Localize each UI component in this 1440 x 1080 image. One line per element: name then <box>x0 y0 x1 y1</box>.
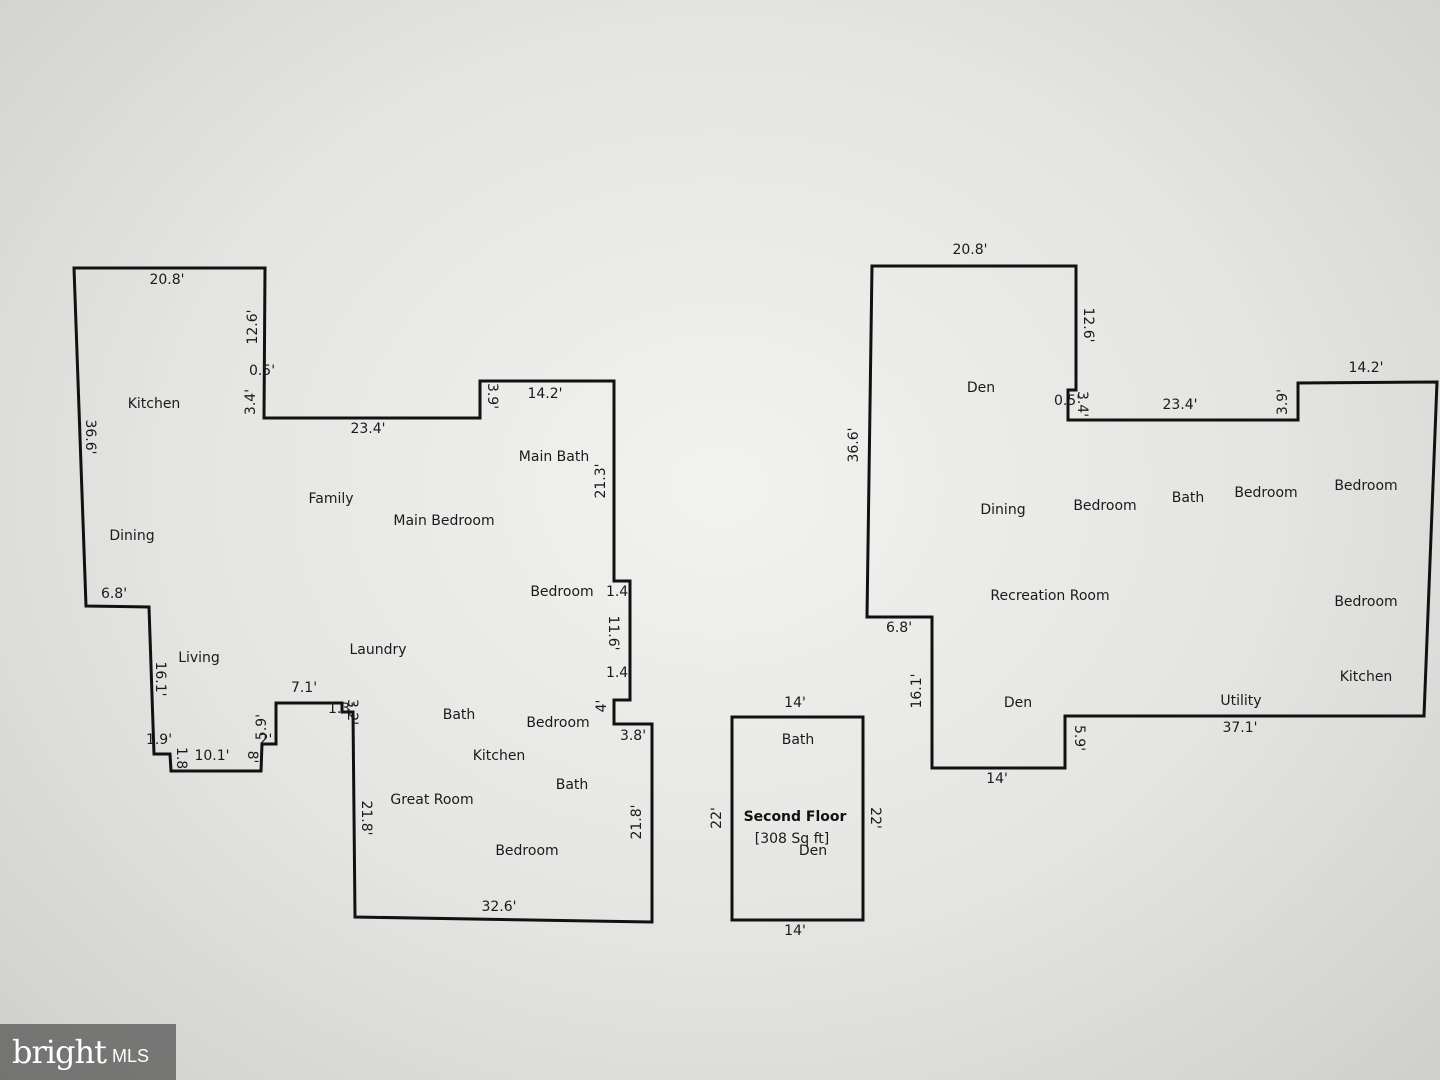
dimension-label: 0.5' <box>1054 393 1080 409</box>
dimension-label: 21.8' <box>358 800 374 835</box>
room-label: Bedroom <box>530 584 593 600</box>
dimension-label: 0.5' <box>249 363 275 379</box>
dimension-label: 12.6' <box>1080 307 1096 342</box>
dimension-label: 23.4' <box>1162 397 1197 413</box>
dimension-label: 37.1' <box>1222 720 1257 736</box>
room-label: Living <box>178 650 220 666</box>
room-label: Bedroom <box>1334 478 1397 494</box>
room-label: Kitchen <box>128 396 181 412</box>
dimension-label: 16.1' <box>909 673 925 708</box>
plan-middle-outline <box>730 715 865 922</box>
dimension-label: 16.1' <box>152 661 168 696</box>
dimension-label: 6.8' <box>101 586 127 602</box>
plan-right-outline <box>865 264 1439 770</box>
plan-left-outline <box>72 266 654 924</box>
room-label: Dining <box>109 528 154 544</box>
dimension-label: 3.8' <box>620 728 646 744</box>
dimension-label: 14' <box>986 771 1008 787</box>
room-label: Utility <box>1220 693 1261 709</box>
dimension-label: 3.4' <box>243 389 259 415</box>
dimension-label: 7.1' <box>291 680 317 696</box>
room-label: Bath <box>1172 490 1205 506</box>
dimension-label: 23.4' <box>350 421 385 437</box>
plan-middle: 14' 22' 22' 14' Bath Second Floor [308 S… <box>709 695 883 939</box>
room-label: Great Room <box>390 792 473 808</box>
dimension-label: 14.2' <box>1348 360 1383 376</box>
room-label: Laundry <box>349 642 406 658</box>
room-label: Bedroom <box>495 843 558 859</box>
dimension-label: 21.3' <box>593 463 609 498</box>
dimension-label: 22' <box>867 807 883 829</box>
dimension-label: 1.3' <box>328 701 354 717</box>
floor-title: Second Floor <box>744 809 847 825</box>
room-label: Main Bath <box>519 449 589 465</box>
room-label: Bath <box>443 707 476 723</box>
room-label: Bath <box>782 732 815 748</box>
dimension-label: 6.8' <box>886 620 912 636</box>
dimension-label: 3.9' <box>1275 389 1291 415</box>
dimension-label: 21.8' <box>629 804 645 839</box>
dimension-label: 3.2' <box>344 699 360 725</box>
dimension-label: 1.8' <box>173 747 189 773</box>
dimension-label: 2' <box>260 732 273 748</box>
logo-wordmark: bright <box>12 1033 107 1071</box>
dimension-label: 14' <box>784 695 806 711</box>
dimension-label: 11.6' <box>605 615 621 650</box>
room-label: Den <box>967 380 995 396</box>
room-label: Bedroom <box>1234 485 1297 501</box>
dimension-label: 14.2' <box>527 386 562 402</box>
dimension-label: 5.9' <box>254 714 270 740</box>
bright-mls-logo: bright MLS <box>0 1024 176 1080</box>
dimension-label: 10.1' <box>194 748 229 764</box>
dimension-label: 32.6' <box>481 899 516 915</box>
dimension-label: 3.4' <box>1074 391 1090 417</box>
room-label: Recreation Room <box>990 588 1109 604</box>
dimension-label: 1.9' <box>146 732 172 748</box>
room-label: Bedroom <box>1073 498 1136 514</box>
room-label: Dining <box>980 502 1025 518</box>
dimension-label: 5.9' <box>1071 725 1087 751</box>
dimension-label: 36.6' <box>82 419 98 454</box>
floor-area: [308 Sq ft] <box>755 831 830 847</box>
dimension-label: 1.4' <box>606 665 632 681</box>
room-label: Bedroom <box>1334 594 1397 610</box>
dimension-label: 20.8' <box>952 242 987 258</box>
plan-right: 20.8' 12.6' 14.2' 0.5' 3.4' 23.4' 3.9' 3… <box>846 242 1439 787</box>
dimension-label: 12.6' <box>245 309 261 344</box>
room-label: Kitchen <box>1340 669 1393 685</box>
dimension-label: 3.9' <box>484 383 500 409</box>
dimension-label: 14' <box>784 923 806 939</box>
room-label: Bedroom <box>526 715 589 731</box>
dimension-label: 4' <box>594 700 610 713</box>
room-label: Main Bedroom <box>393 513 494 529</box>
dimension-label: 36.6' <box>846 427 862 462</box>
room-label: Bath <box>556 777 589 793</box>
room-label: Den <box>1004 695 1032 711</box>
logo-suffix: MLS <box>111 1045 149 1066</box>
plan-left: Kitchen Family Main Bath Main Bedroom Di… <box>72 266 654 924</box>
room-label: Kitchen <box>473 748 526 764</box>
room-label: Family <box>308 491 353 507</box>
room-label: Den <box>799 843 827 859</box>
dimension-label: 20.8' <box>149 272 184 288</box>
dimension-label: 22' <box>709 807 725 829</box>
dimension-label: 8' <box>244 751 260 764</box>
dimension-label: 1.4' <box>606 584 632 600</box>
